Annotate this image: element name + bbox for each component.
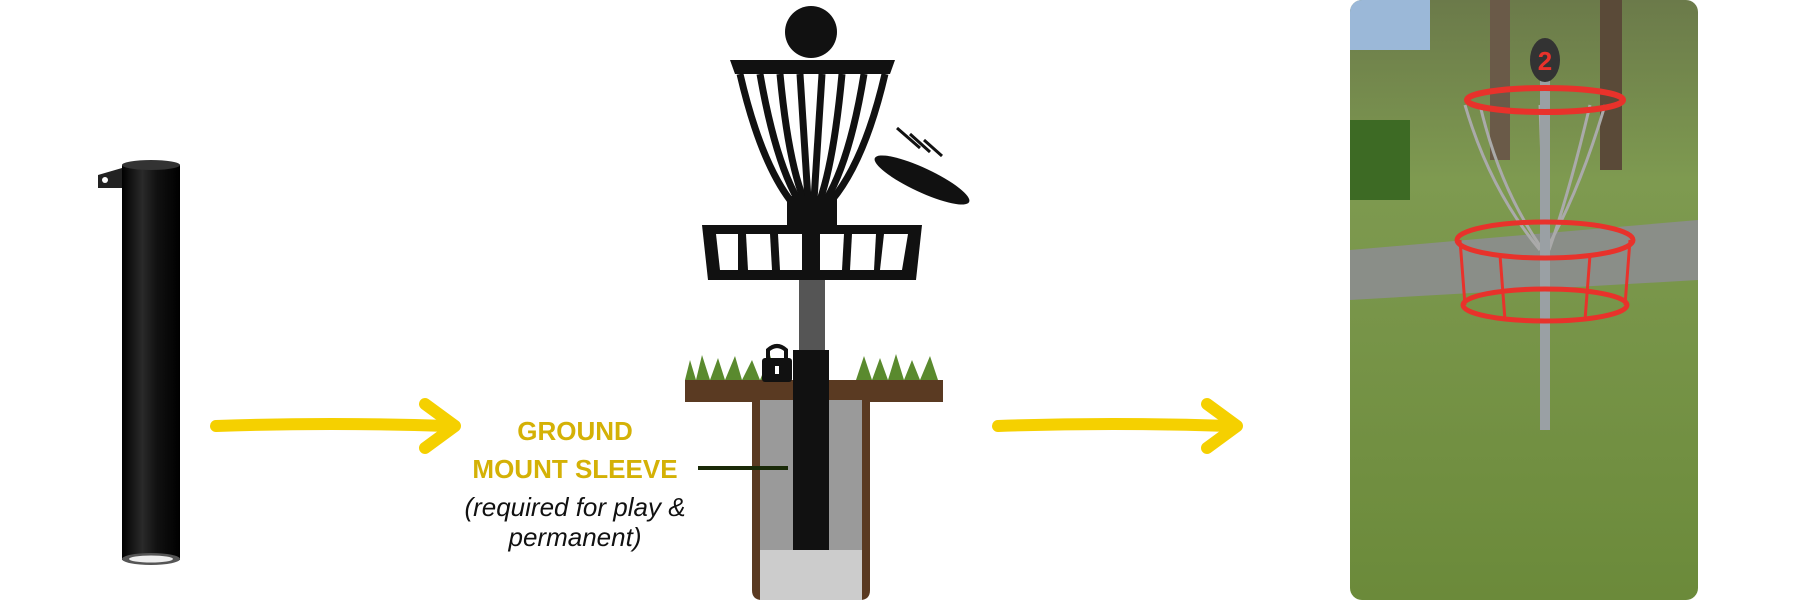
basket-installation-diagram [685,6,970,600]
arrow-right-icon [992,398,1243,454]
label-line-2: MOUNT SLEEVE [472,454,678,484]
installed-basket-photo: 2 [1350,0,1698,600]
hole-number: 2 [1538,46,1552,76]
ground-sleeve-tube [98,160,180,565]
label-line-3: (required for play & [464,492,686,522]
label-line-1: GROUND [517,416,633,446]
arrow-right-icon [210,398,461,454]
label-line-4: permanent) [508,522,642,552]
